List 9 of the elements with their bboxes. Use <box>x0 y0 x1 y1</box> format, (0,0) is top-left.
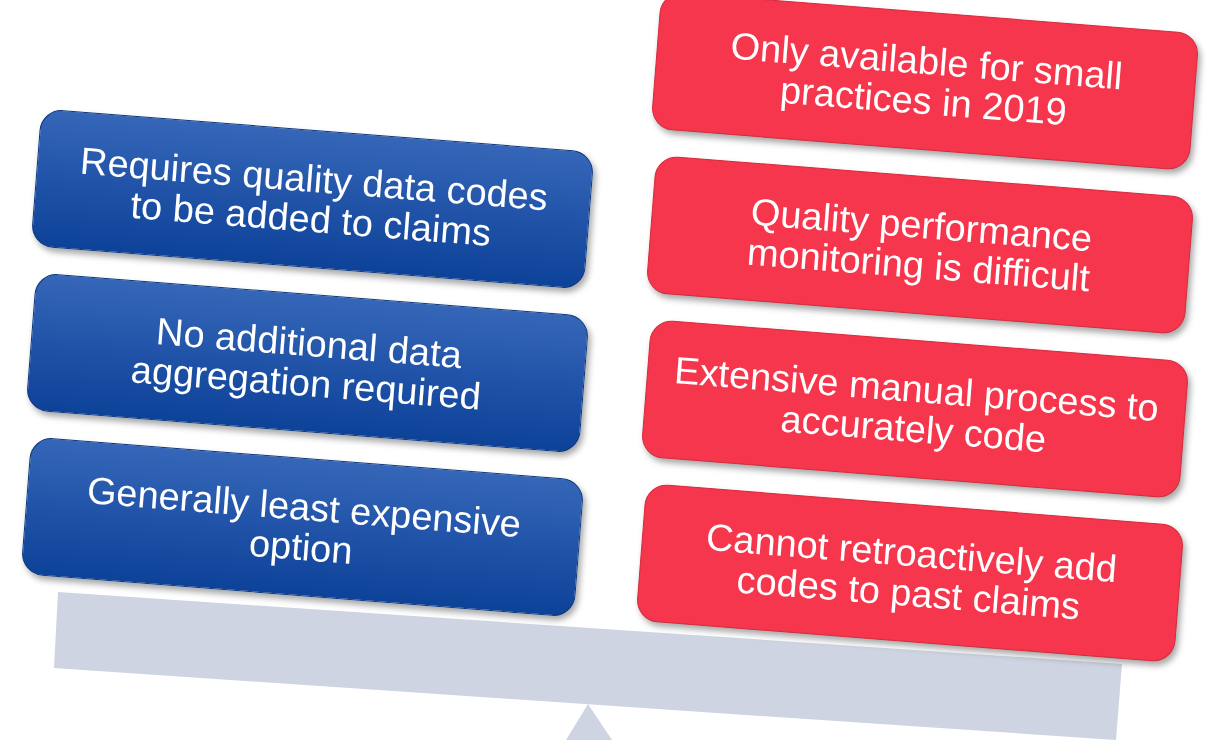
box-text: Quality performance monitoring is difficult <box>744 189 1095 302</box>
box-text: Requires quality data codes to be added to claims <box>77 139 551 257</box>
box-text: Cannot retroactively add codes to past claims <box>703 514 1120 630</box>
box-text: Generally least expensive option <box>84 468 524 574</box>
box-text: No additional data aggregation required <box>128 309 484 420</box>
disadvantage-box <box>650 0 1200 171</box>
box-text: Only available for small practices in 2019 <box>728 23 1125 136</box>
box-text: Extensive manual process to accurately code <box>671 349 1162 463</box>
disadvantage-box <box>640 319 1190 499</box>
